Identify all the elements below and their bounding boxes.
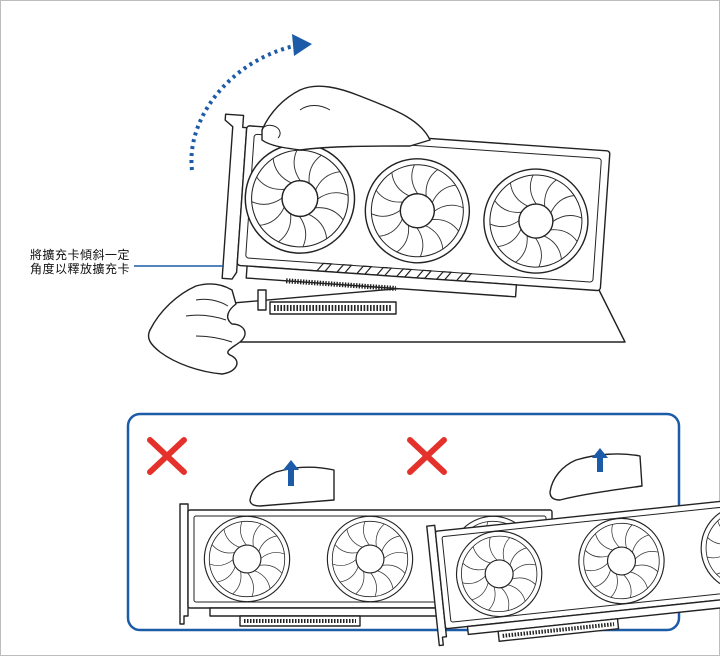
main-illustration (134, 34, 626, 375)
hand-right-example (549, 453, 643, 501)
arrow-up-icon (592, 448, 608, 472)
callout-line-1: 將擴充卡傾斜一定 (30, 248, 131, 262)
instruction-callout: 將擴充卡傾斜一定 角度以釋放擴充卡 (30, 248, 160, 276)
curved-arrow-icon (292, 34, 312, 56)
wrong-example-left (147, 437, 552, 626)
cross-icon (147, 437, 187, 475)
wrong-example-right (407, 437, 720, 648)
callout-line-2: 角度以釋放擴充卡 (30, 262, 131, 276)
upper-hand (261, 85, 431, 151)
hand-left-example (249, 466, 335, 507)
cross-icon (407, 437, 447, 475)
graphics-card-tilted (221, 113, 611, 298)
lower-hand (147, 283, 246, 375)
arrow-up-icon (283, 460, 299, 486)
